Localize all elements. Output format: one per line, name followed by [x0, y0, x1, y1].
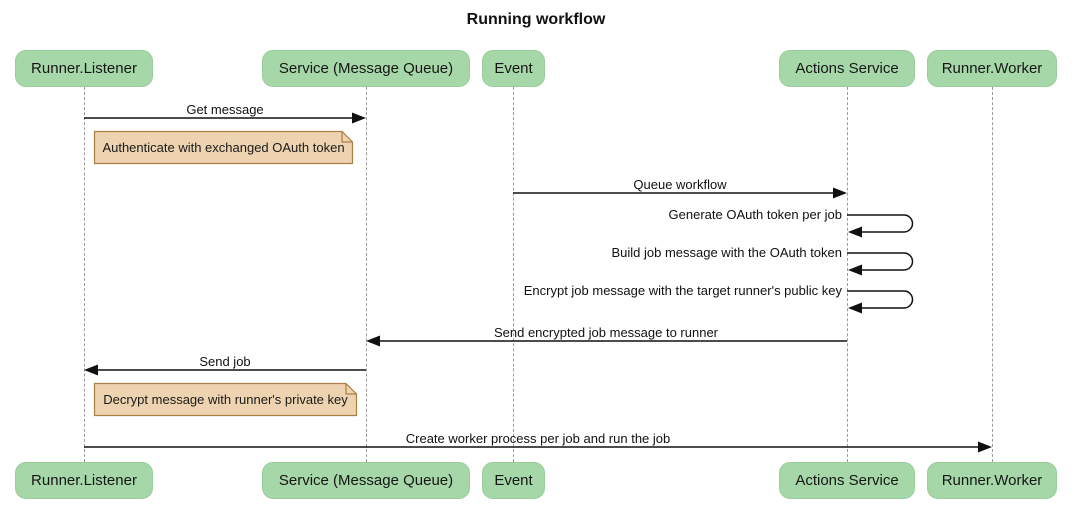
arrowhead-generate-oauth-token	[848, 226, 862, 238]
selfloop-generate-oauth-token	[847, 214, 914, 233]
note-authenticate-fold	[341, 131, 353, 143]
actor-runner-listener-bottom: Runner.Listener	[15, 462, 153, 499]
note-decrypt-fold	[345, 383, 357, 395]
lifeline-service-message-queue	[366, 87, 367, 462]
note-decrypt-shape	[93, 382, 358, 417]
actor-runner-worker-top: Runner.Worker	[927, 50, 1057, 87]
actor-event-top: Event	[482, 50, 545, 87]
message-label-generate-oauth-token: Generate OAuth token per job	[668, 207, 842, 222]
actor-service-message-queue-bottom: Service (Message Queue)	[262, 462, 470, 499]
selfloop-encrypt-job-message	[847, 290, 914, 309]
lifeline-event	[513, 87, 514, 462]
selfloop-build-job-message	[847, 252, 914, 271]
arrowhead-send-job	[84, 364, 98, 376]
note-authenticate-shape	[93, 130, 354, 165]
arrowhead-queue-workflow	[833, 187, 847, 199]
message-label-send-encrypted-job-message: Send encrypted job message to runner	[493, 325, 719, 340]
lifeline-runner-listener	[84, 87, 85, 462]
message-label-create-worker-process: Create worker process per job and run th…	[405, 431, 671, 446]
actor-event-bottom: Event	[482, 462, 545, 499]
message-label-get-message: Get message	[186, 102, 264, 117]
diagram-title: Running workflow	[466, 11, 606, 28]
arrowhead-build-job-message	[848, 264, 862, 276]
lifeline-actions-service	[847, 87, 848, 462]
arrowhead-send-encrypted-job-message	[366, 335, 380, 347]
note-decrypt-label: Decrypt message with runner's private ke…	[103, 392, 348, 407]
actor-runner-worker-bottom: Runner.Worker	[927, 462, 1057, 499]
arrowhead-encrypt-job-message	[848, 302, 862, 314]
arrowhead-create-worker-process	[978, 441, 992, 453]
note-authenticate-label: Authenticate with exchanged OAuth token	[102, 140, 345, 155]
message-label-queue-workflow: Queue workflow	[633, 177, 727, 192]
actor-runner-listener-top: Runner.Listener	[15, 50, 153, 87]
actor-actions-service-top: Actions Service	[779, 50, 915, 87]
message-label-send-job: Send job	[199, 354, 251, 369]
actor-service-message-queue-top: Service (Message Queue)	[262, 50, 470, 87]
arrowhead-get-message	[352, 112, 366, 124]
message-label-build-job-message: Build job message with the OAuth token	[611, 245, 842, 260]
message-label-encrypt-job-message: Encrypt job message with the target runn…	[523, 283, 842, 298]
actor-actions-service-bottom: Actions Service	[779, 462, 915, 499]
lifeline-runner-worker	[992, 87, 993, 462]
